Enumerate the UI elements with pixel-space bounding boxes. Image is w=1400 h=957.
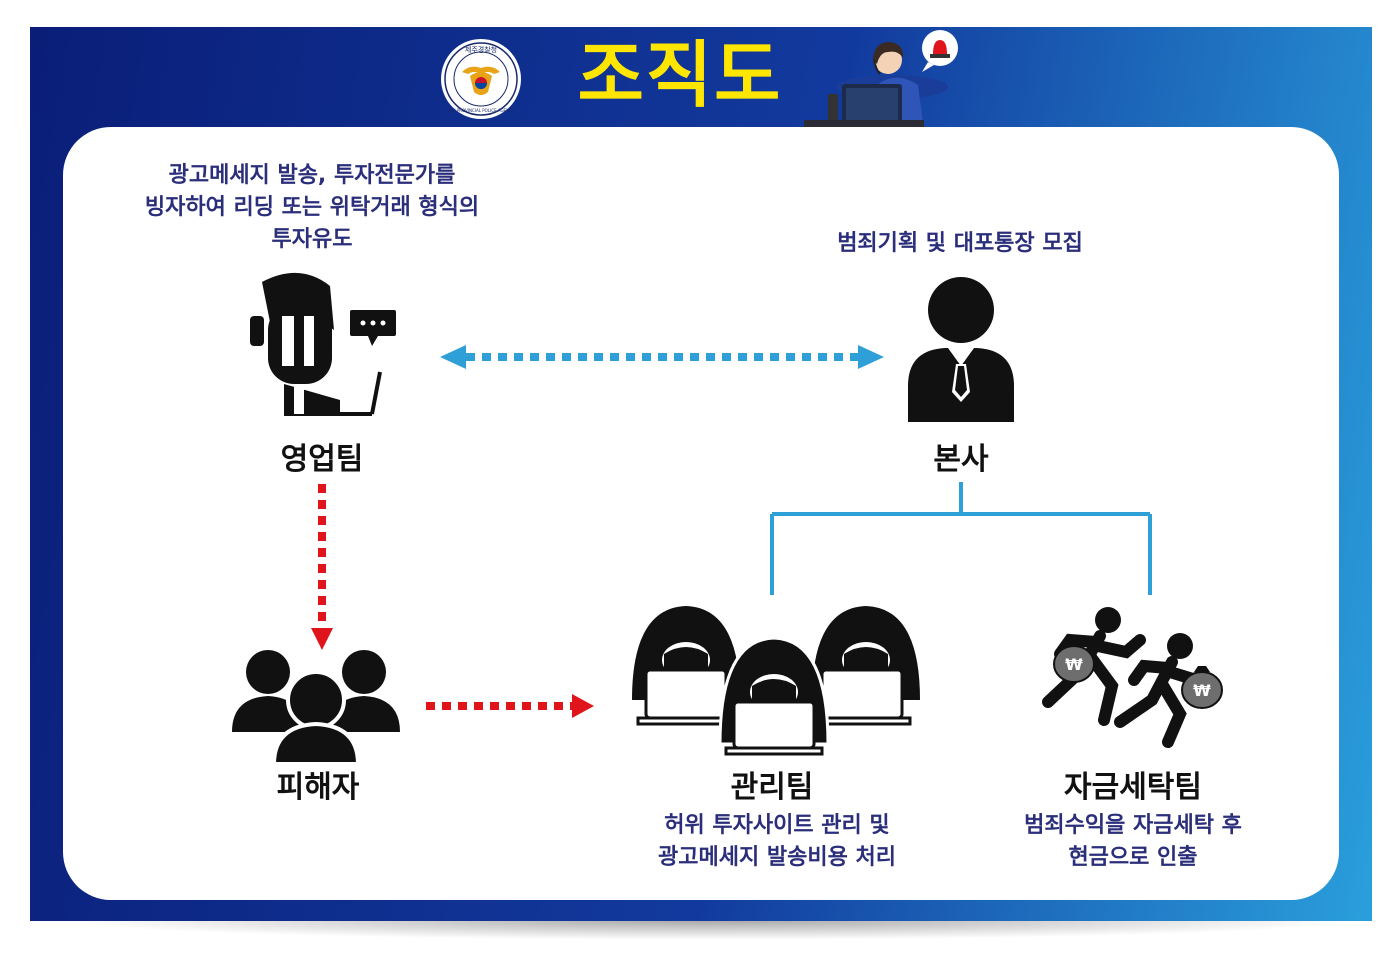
- emblem-top-text: 제주경찰청: [465, 45, 497, 54]
- hq-tree-connector: [770, 482, 1152, 595]
- sales-hq-arrow: [440, 345, 884, 369]
- laundering-description: 범죄수익을 자금세탁 후 현금으로 인출: [983, 810, 1283, 874]
- management-description: 허위 투자사이트 관리 및 광고메세지 발송비용 처리: [602, 810, 952, 874]
- emblem-ring-text: JEJU PROVINCIAL POLICE AGENCY: [447, 108, 515, 113]
- sales-team-label: 영업팀: [280, 442, 364, 477]
- management-desc-line-1: 허위 투자사이트 관리 및: [664, 813, 890, 838]
- siren-icon: [922, 30, 958, 72]
- management-desc-line-2: 광고메세지 발송비용 처리: [658, 845, 896, 870]
- hacker-headset-icon: [250, 272, 396, 416]
- sales-description: 광고메세지 발송, 투자전문가를 빙자하여 리딩 또는 위탁거래 형식의 투자유…: [112, 160, 512, 256]
- laundering-desc-line-1: 범죄수익을 자금세탁 후: [1024, 813, 1242, 838]
- money-bag-right-symbol: ₩: [1193, 681, 1211, 700]
- hq-description: 범죄기획 및 대포통장 모집: [780, 228, 1140, 260]
- hq-desc-line-1: 범죄기획 및 대포통장 모집: [837, 231, 1083, 256]
- laundering-team-label: 자금세탁팀: [1064, 770, 1202, 805]
- money-bag-left-symbol: ₩: [1065, 655, 1083, 674]
- hq-label: 본사: [933, 442, 989, 477]
- running-thieves-money-bags-icon: ₩ ₩: [1042, 607, 1223, 748]
- sales-desc-line-3: 투자유도: [271, 227, 353, 252]
- laundering-desc-line-2: 현금으로 인출: [1068, 845, 1198, 870]
- sales-victims-arrow: [311, 484, 333, 650]
- police-officer-computer-icon: [804, 30, 958, 130]
- group-of-people-icon: [232, 650, 400, 766]
- businessman-icon: [908, 277, 1014, 422]
- victims-management-arrow: [426, 694, 594, 718]
- hooded-hackers-laptops-icon: [632, 606, 920, 756]
- sales-desc-line-2: 빙자하여 리딩 또는 위탁거래 형식의: [144, 195, 480, 220]
- police-emblem-icon: 제주경찰청 JEJU PROVINCIAL POLICE AGENCY: [441, 39, 521, 119]
- page-title: 조직도: [577, 33, 783, 117]
- sales-desc-line-1: 광고메세지 발송, 투자전문가를: [168, 163, 456, 188]
- victims-label: 피해자: [276, 770, 360, 805]
- management-team-label: 관리팀: [730, 770, 814, 805]
